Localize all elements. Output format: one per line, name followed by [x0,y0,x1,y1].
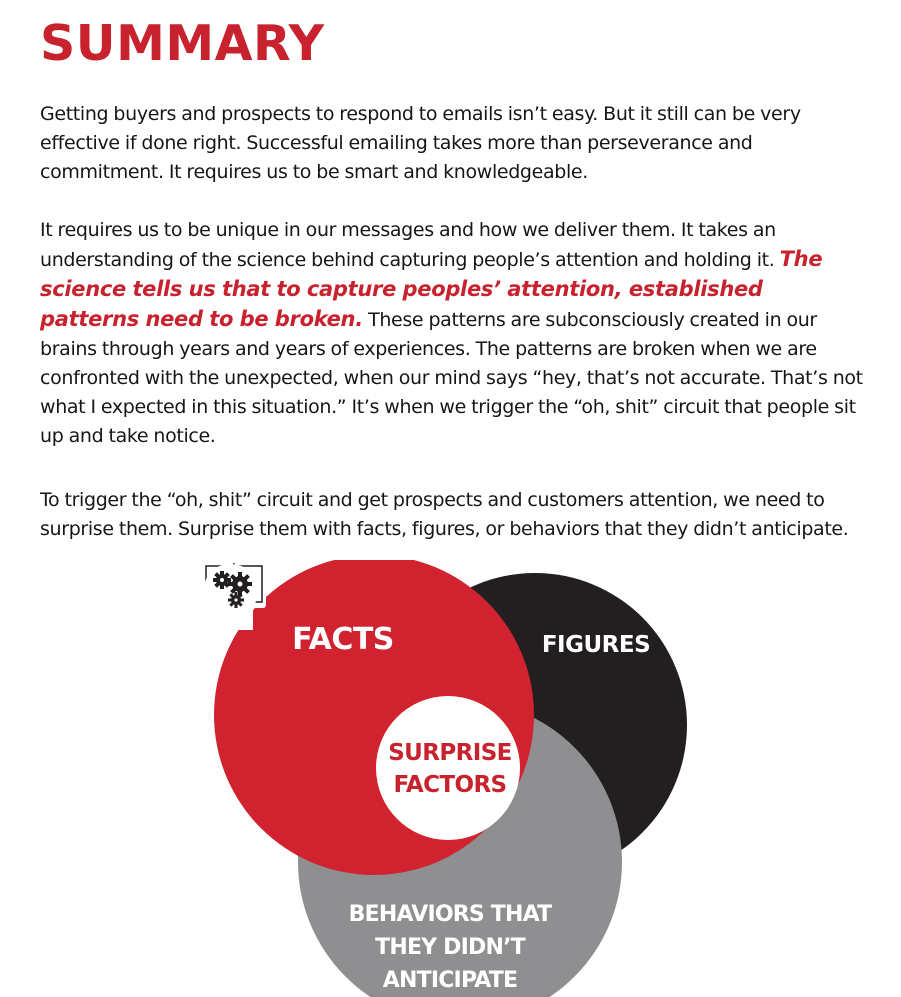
page-title: SUMMARY [40,15,325,72]
behaviors-label-line-1: BEHAVIORS THAT [348,902,552,927]
figures-label: FIGURES [541,632,651,658]
paragraph-science-emphasis: The science tells us that to capture peo… [40,247,823,331]
venn-diagram: FACTS FIGURES SURPRISE FACTORS BEHAVIORS… [200,560,700,997]
factors-label-line: FACTORS [393,772,507,798]
head-gears-icon [202,564,258,627]
behaviors-label-line-3: ANTICIPATE [382,968,518,993]
surprise-factors-label: SURPRISE FACTORS [380,737,520,801]
behaviors-label: BEHAVIORS THAT THEY DIDN’T ANTICIPATE [330,898,570,997]
paragraph-science-intro: It requires us to be unique in our messa… [40,219,776,271]
paragraph-science-rest: These patterns are subconsciously create… [40,309,863,447]
facts-label: FACTS [292,622,394,657]
venn-circles [214,560,687,997]
surprise-label-line: SURPRISE [388,740,512,766]
paragraph-intro: Getting buyers and prospects to respond … [40,103,801,183]
behaviors-label-line-2: THEY DIDN’T [375,935,526,960]
paragraph-science: It requires us to be unique in our messa… [40,216,868,451]
surprise-factors-circle [376,696,520,840]
paragraph-trigger: To trigger the “oh, shit” circuit and ge… [40,489,849,540]
